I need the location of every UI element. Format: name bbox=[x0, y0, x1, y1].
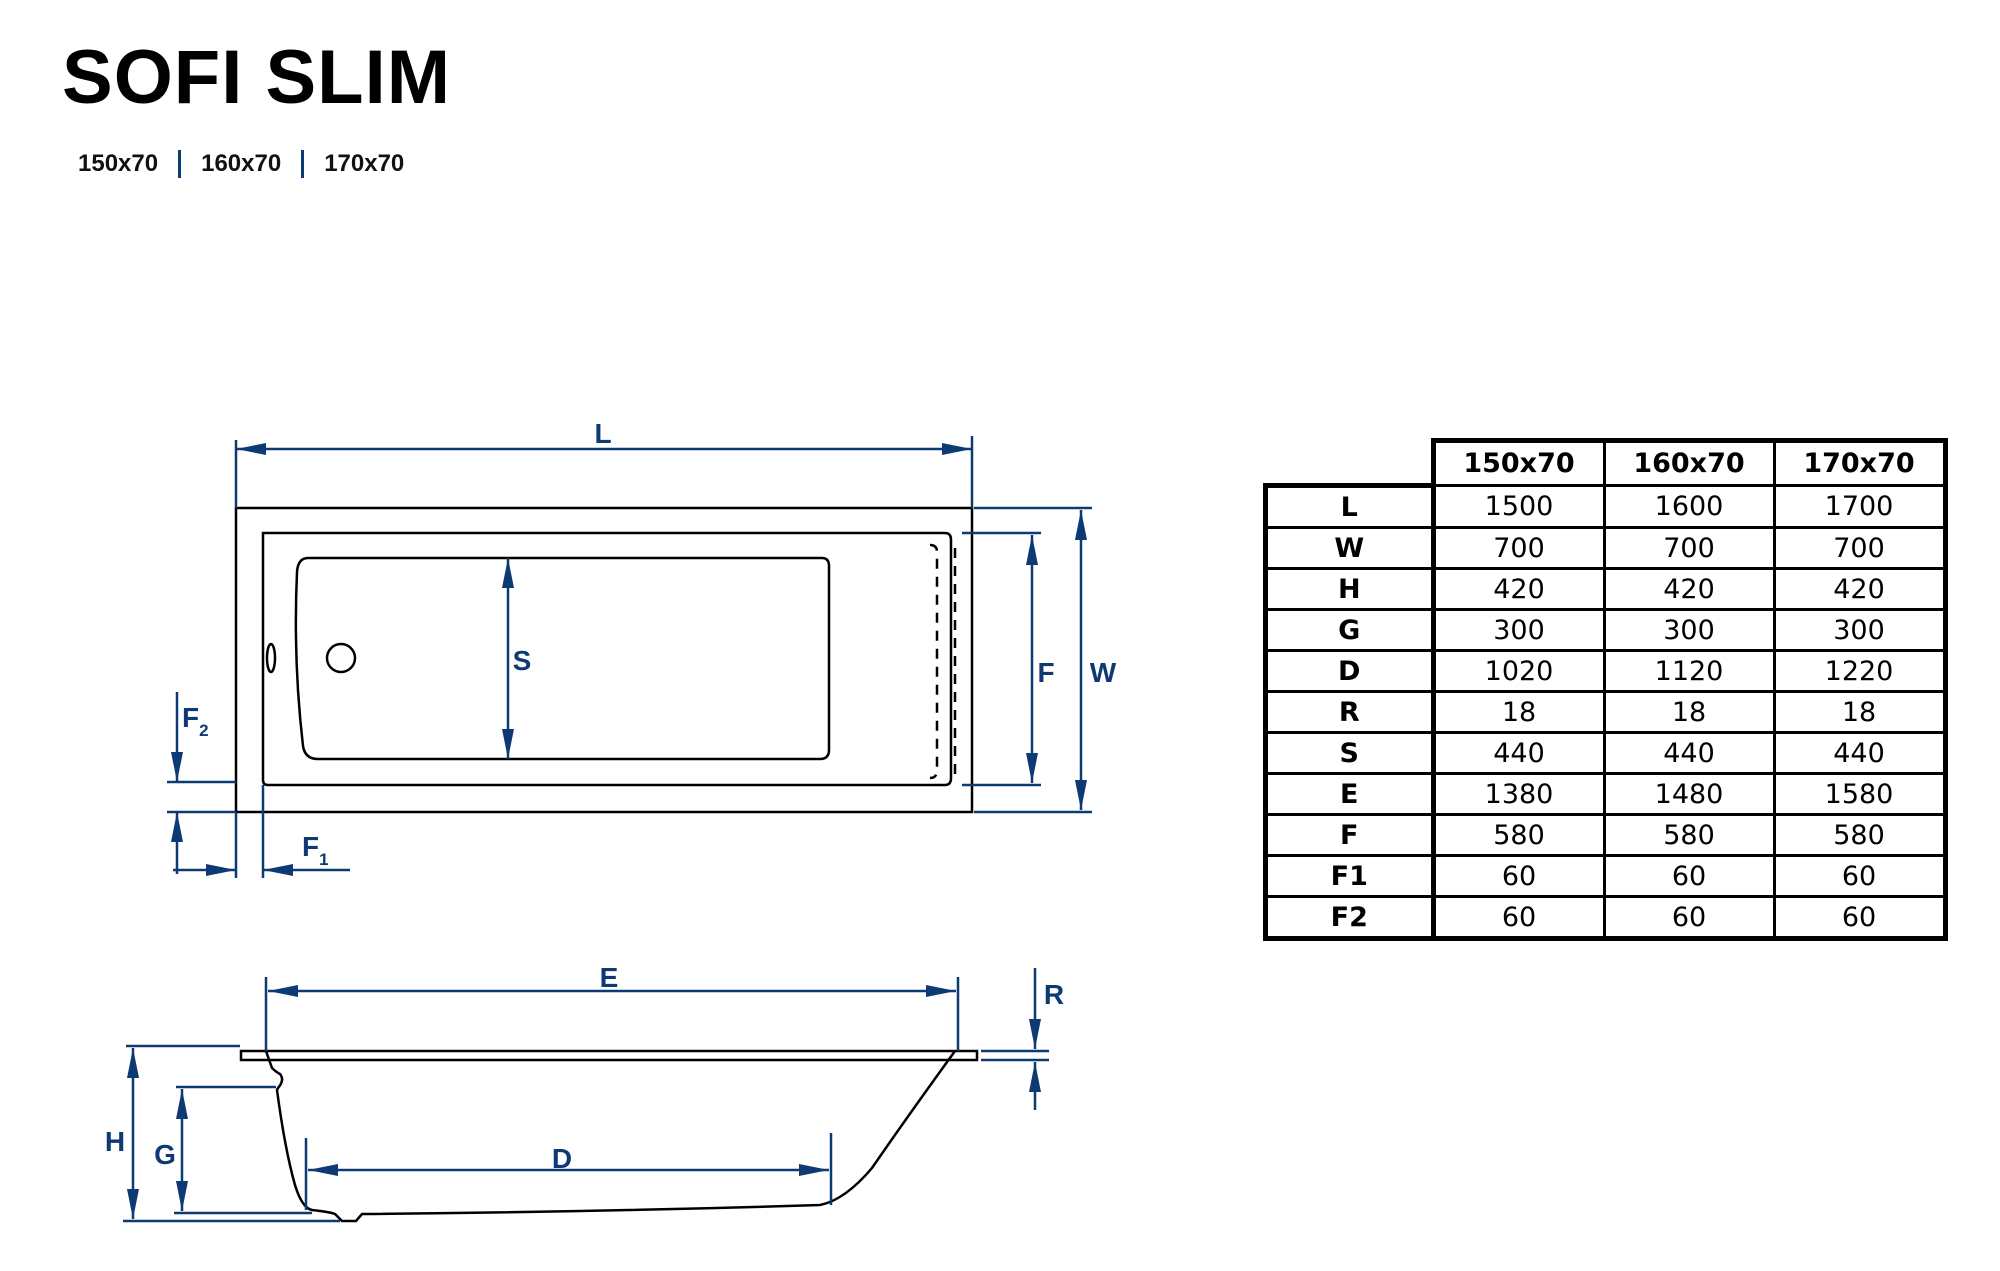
table-cell: 1220 bbox=[1772, 649, 1948, 693]
size-variants: 150x70 160x70 170x70 bbox=[78, 150, 404, 178]
drain-icon bbox=[325, 642, 357, 674]
table-cell: 1020 bbox=[1430, 649, 1606, 693]
table-cell: 300 bbox=[1430, 608, 1606, 652]
table-cell: 300 bbox=[1602, 608, 1776, 652]
table-cell: 1500 bbox=[1430, 484, 1606, 529]
table-cell: 700 bbox=[1772, 526, 1948, 570]
variant-170x70: 170x70 bbox=[324, 150, 405, 177]
table-cell: 580 bbox=[1602, 813, 1776, 857]
label-F2: F2 bbox=[182, 702, 209, 740]
label-E: E bbox=[600, 962, 619, 993]
label-W: W bbox=[1090, 657, 1117, 688]
row-key: S bbox=[1263, 731, 1435, 775]
headrest-dashed bbox=[929, 543, 939, 780]
table-cell: 700 bbox=[1430, 526, 1606, 570]
row-key: W bbox=[1263, 526, 1435, 570]
table-cell: 60 bbox=[1430, 854, 1606, 898]
table-cell: 60 bbox=[1772, 854, 1948, 898]
table-cell: 1600 bbox=[1602, 484, 1776, 529]
column-header: 150x70 bbox=[1430, 438, 1606, 487]
side-view-dimensions bbox=[123, 968, 1049, 1223]
column-header: 170x70 bbox=[1772, 438, 1948, 487]
row-key: D bbox=[1263, 649, 1435, 693]
table-cell: 1580 bbox=[1772, 772, 1948, 816]
table-cell: 420 bbox=[1430, 567, 1606, 611]
table-cell: 420 bbox=[1602, 567, 1776, 611]
table-cell: 60 bbox=[1602, 854, 1776, 898]
row-key: R bbox=[1263, 690, 1435, 734]
table-cell: 700 bbox=[1602, 526, 1776, 570]
label-G: G bbox=[154, 1139, 176, 1170]
table-cell: 440 bbox=[1602, 731, 1776, 775]
header-blank bbox=[1265, 440, 1433, 488]
table-cell: 1480 bbox=[1602, 772, 1776, 816]
table-cell: 440 bbox=[1772, 731, 1948, 775]
tub-inner-edge bbox=[261, 531, 953, 787]
separator bbox=[301, 150, 305, 178]
row-key: H bbox=[1263, 567, 1435, 611]
side-view-labels: E R H G D bbox=[105, 962, 1064, 1174]
side-view bbox=[239, 1049, 979, 1223]
table-cell: 420 bbox=[1772, 567, 1948, 611]
table-cell: 1380 bbox=[1430, 772, 1606, 816]
top-view bbox=[234, 506, 974, 814]
top-view-labels: L S F W F2 F1 bbox=[182, 418, 1117, 869]
table-cell: 300 bbox=[1772, 608, 1948, 652]
variant-150x70: 150x70 bbox=[78, 150, 159, 177]
table-cell: 60 bbox=[1772, 895, 1948, 941]
label-F1: F1 bbox=[302, 831, 329, 869]
table-cell: 440 bbox=[1430, 731, 1606, 775]
column-header: 160x70 bbox=[1602, 438, 1776, 487]
product-title: SOFI SLIM bbox=[62, 35, 451, 120]
table-cell: 580 bbox=[1430, 813, 1606, 857]
table-cell: 1120 bbox=[1602, 649, 1776, 693]
separator bbox=[178, 150, 182, 178]
row-key: F bbox=[1263, 813, 1435, 857]
row-key: G bbox=[1263, 608, 1435, 652]
tub-outer-rim bbox=[234, 506, 974, 814]
table-cell: 60 bbox=[1602, 895, 1776, 941]
basin-outline bbox=[294, 556, 831, 761]
tub-side-profile bbox=[264, 1050, 957, 1223]
label-S: S bbox=[513, 645, 532, 676]
table-cell: 1700 bbox=[1772, 484, 1948, 529]
row-key: F2 bbox=[1263, 895, 1435, 941]
table-cell: 580 bbox=[1772, 813, 1948, 857]
row-key: F1 bbox=[1263, 854, 1435, 898]
row-key: E bbox=[1263, 772, 1435, 816]
tub-rim-profile bbox=[239, 1049, 979, 1062]
top-view-dimensions bbox=[167, 436, 1092, 878]
row-key: L bbox=[1263, 484, 1435, 529]
table-cell: 18 bbox=[1430, 690, 1606, 734]
label-F: F bbox=[1037, 657, 1054, 688]
variant-160x70: 160x70 bbox=[201, 150, 282, 177]
table-cell: 18 bbox=[1772, 690, 1948, 734]
label-H: H bbox=[105, 1126, 125, 1157]
overflow-icon bbox=[265, 642, 277, 674]
label-L: L bbox=[594, 418, 611, 449]
table-cell: 60 bbox=[1430, 895, 1606, 941]
label-D: D bbox=[552, 1143, 572, 1174]
label-R: R bbox=[1044, 979, 1064, 1010]
table-cell: 18 bbox=[1602, 690, 1776, 734]
